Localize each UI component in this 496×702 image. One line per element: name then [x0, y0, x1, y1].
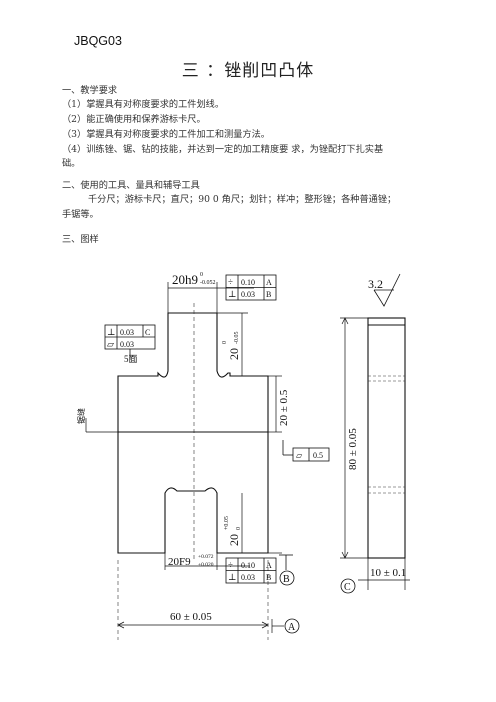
- right-dimensions: [217, 312, 282, 554]
- requirement-item-4-cont: 础。: [62, 158, 81, 169]
- fcf-bottom: [225, 554, 293, 584]
- fcf-left-flatness-icon: ▱: [107, 339, 114, 349]
- datum-c-label: C: [344, 582, 351, 593]
- side-thickness-label: 10 ± 0.1: [370, 567, 406, 579]
- bottom-dimension-tol-lower: +0.020: [198, 562, 214, 568]
- requirement-item-3: （3）掌握具有对称度要求的工件加工和测量方法。: [62, 129, 270, 140]
- fcf-top-datum-1: A: [266, 278, 272, 287]
- dim-20-lower-tol: +0.05: [224, 516, 230, 530]
- tools-line-1: 千分尺；游标卡尺；直尺；90 0 角尺；划针；样冲；整形锉；各种普通锉；: [88, 194, 397, 205]
- side-height-dimension: [340, 317, 368, 559]
- datum-a-circle: [284, 618, 300, 634]
- fcf-left-note: 5面: [124, 354, 138, 364]
- dim-20-upper-tol2: -0.05: [234, 332, 240, 345]
- section-heading-drawing: 三、图样: [62, 234, 99, 245]
- requirement-item-1: （1）掌握具有对称度要求的工件划线。: [62, 99, 225, 110]
- requirement-item-4: （4）训练锉、锯、钻的技能，并达到一定的加工精度要 求，为锉配打下扎实基: [62, 144, 384, 155]
- dim-20-mid: 20 ± 0.5: [278, 389, 290, 426]
- side-height-label: 80 ± 0.05: [347, 428, 359, 470]
- fcf-left-value-2: 0.03: [120, 340, 134, 349]
- dim-20-lower: 20: [227, 534, 241, 546]
- datum-b-circle: [279, 570, 295, 586]
- top-dimension-tol: -0.052: [200, 280, 216, 286]
- requirement-item-2: （2）能正确使用和保养游标卡尺。: [62, 114, 206, 125]
- bottom-dimension-label: 20F9: [168, 556, 191, 568]
- roughness-value: 3.2: [368, 277, 383, 291]
- width-dimension-label: 60 ± 0.05: [170, 611, 212, 623]
- roughness-symbol: [373, 273, 401, 307]
- fcf-left-datum: C: [145, 328, 150, 337]
- fcf-left: [104, 324, 156, 360]
- page-title: 三 ：锉削凹凸体: [181, 61, 315, 81]
- fcf-top: [225, 274, 277, 301]
- fcf-flatness: [282, 440, 330, 462]
- fcf-left-perpendicular-icon: ⊥: [107, 327, 115, 337]
- dim-20-lower-tol2: 0: [236, 527, 242, 530]
- fcf-bottom-datum-2: B: [266, 573, 271, 582]
- datum-c-circle: [340, 578, 356, 594]
- side-thickness-dimension: [358, 558, 410, 590]
- top-dimension-tol-upper: 0: [200, 272, 203, 278]
- fcf-bottom-datum-1: A: [266, 561, 272, 570]
- document-code: JBQG03: [74, 34, 122, 48]
- fcf-top-value-2: 0.03: [241, 290, 255, 299]
- fcf-flatness-icon: ▱: [296, 451, 303, 460]
- section-heading-tools: 二、使用的工具、量具和辅导工具: [62, 180, 200, 191]
- datum-b-label: B: [283, 574, 290, 585]
- bottom-dimension: [164, 553, 250, 570]
- part-outline: [117, 312, 269, 554]
- fcf-bottom-symmetry-icon: ÷: [228, 560, 233, 570]
- datum-a-label: A: [288, 622, 296, 633]
- width-dimension: [117, 619, 284, 633]
- tools-line-2: 手锯等。: [62, 209, 99, 220]
- top-dimension-label: 20h9: [172, 272, 198, 287]
- section-heading-requirements: 一、教学要求: [62, 85, 118, 96]
- dim-20-upper-tol: 0: [222, 341, 228, 344]
- fcf-top-symmetry-icon: ÷: [228, 277, 233, 287]
- fcf-left-value-1: 0.03: [120, 328, 134, 337]
- fcf-top-perpendicular-icon: ⊥: [228, 289, 236, 299]
- dim-20-upper: 20: [227, 348, 241, 360]
- side-view: [367, 317, 406, 559]
- center-lines: [117, 303, 269, 640]
- bottom-dimension-tol-upper: +0.072: [198, 554, 214, 560]
- fcf-bottom-value-2: 0.03: [241, 573, 255, 582]
- fcf-top-datum-2: B: [266, 290, 271, 299]
- fcf-bottom-perpendicular-icon: ⊥: [228, 572, 236, 582]
- fcf-bottom-value-1: 0.10: [241, 561, 255, 570]
- saw-slot-leader: [85, 418, 118, 433]
- side-view-hidden: [368, 375, 405, 494]
- saw-slot-label: 锯缝: [76, 408, 86, 424]
- fcf-top-value-1: 0.10: [241, 278, 255, 287]
- top-dimension: [167, 282, 254, 313]
- fcf-flatness-value: 0.5: [313, 451, 323, 460]
